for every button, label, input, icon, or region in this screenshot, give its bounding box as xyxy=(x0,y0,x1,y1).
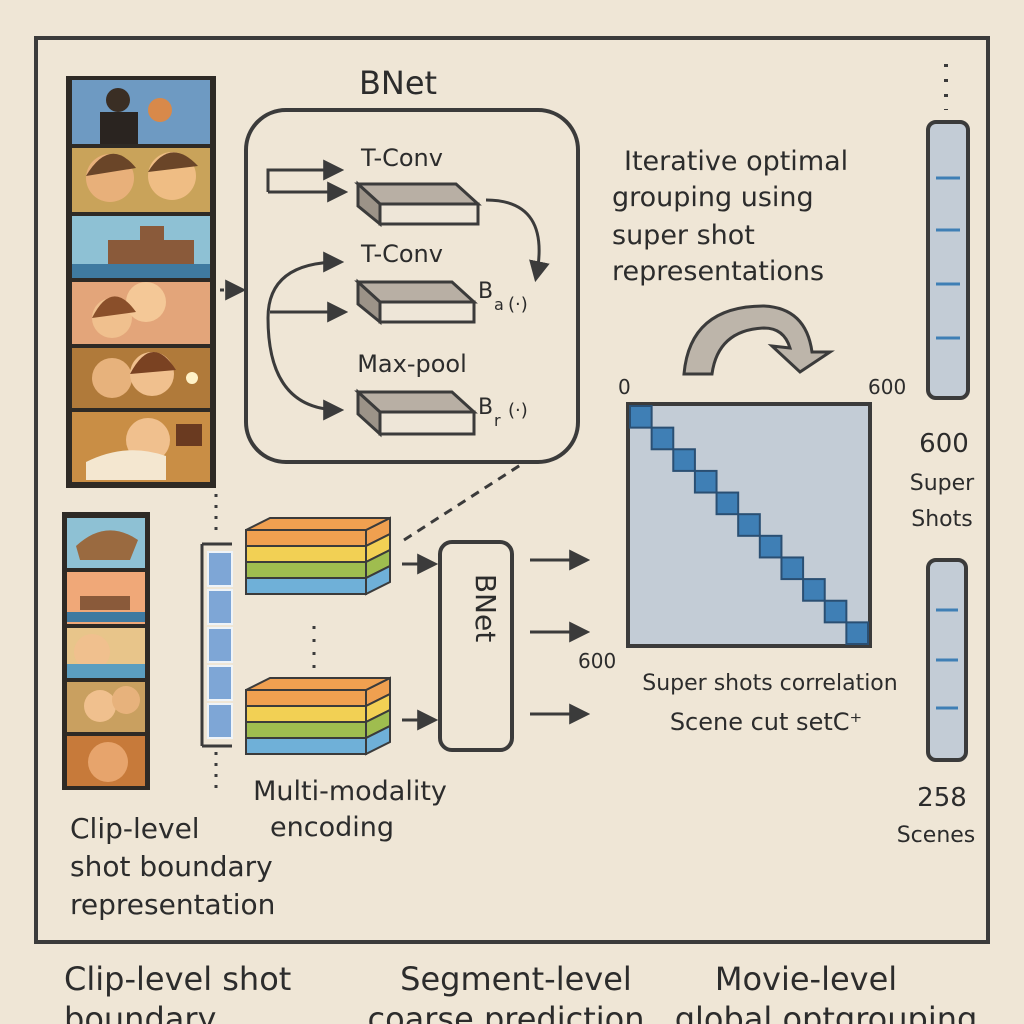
stack-layer xyxy=(245,721,367,739)
branch-3-feed-arrow xyxy=(266,317,345,421)
grouping-note-line-1: Iterative optimal xyxy=(624,146,848,177)
branch-2-label: T-Conv xyxy=(360,240,443,268)
stack-layer xyxy=(245,529,367,547)
branch-3-label: Max-pool xyxy=(357,350,467,378)
super-shots-bar xyxy=(926,120,970,400)
bnet-title: BNet xyxy=(359,64,437,102)
stack-top xyxy=(245,517,391,531)
representation-cell xyxy=(207,589,233,625)
matrix-axis-start: 0 xyxy=(618,375,631,399)
film-strip-bottom xyxy=(62,512,150,790)
grouping-note-line-4: representations xyxy=(612,256,824,287)
stack-layer-side xyxy=(365,724,391,756)
branch-1-label: T-Conv xyxy=(360,144,443,172)
diagonal-block xyxy=(780,556,805,581)
bnet-zoom-line-1 xyxy=(403,462,523,542)
stack-layer xyxy=(245,561,367,579)
diagonal-block xyxy=(845,621,870,646)
diagonal-block xyxy=(693,469,718,494)
stack-layer-side xyxy=(365,564,391,596)
diagonal-block xyxy=(758,534,783,559)
diagonal-block xyxy=(823,599,848,624)
br-arg: (·) xyxy=(508,400,528,421)
branch-1-out-arrow xyxy=(485,198,550,283)
grouping-note-line-3: super shot xyxy=(612,220,755,251)
feature-stack-1 xyxy=(245,516,391,596)
br-label: B xyxy=(478,395,493,420)
diagonal-block xyxy=(715,491,740,516)
matrix-caption-1: Super shots correlation xyxy=(642,671,897,696)
bottom-label-middle-2: coarse prediction xyxy=(367,1000,644,1024)
super-shots-label-1: Super xyxy=(910,471,975,496)
stack-layer xyxy=(245,577,367,595)
stack-layer xyxy=(245,737,367,755)
diagonal-block xyxy=(672,448,696,472)
branch-1-input-arrow xyxy=(266,159,345,192)
encoding-label-line-1: Multi-modality xyxy=(253,776,447,807)
bnet-block-label: BNet xyxy=(469,574,502,642)
bottom-label-middle-1: Segment-level xyxy=(400,960,632,998)
clip-label-line-3: representation xyxy=(70,888,275,921)
representation-cell xyxy=(207,703,233,739)
matrix-axis-end-x: 600 xyxy=(868,375,906,399)
outer-frame xyxy=(34,36,990,944)
clip-representation-bar xyxy=(200,542,233,748)
bottom-label-right-2: global optgrouping xyxy=(675,1000,978,1024)
tconv-block-1 xyxy=(354,180,482,228)
stack-layer xyxy=(245,705,367,723)
representation-cell xyxy=(207,551,233,587)
matrix-axis-end-y: 600 xyxy=(578,649,616,673)
super-shots-count: 600 xyxy=(919,429,969,459)
super-shots-label-2: Shots xyxy=(911,507,972,532)
maxpool-block xyxy=(354,388,478,438)
bottom-label-left-2: boundary xyxy=(64,1000,216,1024)
grouping-note-line-2: grouping using xyxy=(612,182,814,213)
bottom-label-right-1: Movie-level xyxy=(715,960,897,998)
feature-stack-2 xyxy=(245,676,391,756)
ba-sub: a xyxy=(494,295,504,314)
encoding-label-line-2: encoding xyxy=(270,812,394,843)
matrix-diagonal xyxy=(629,405,870,646)
clip-label-line-1: Clip-level xyxy=(70,812,200,845)
stack-layer xyxy=(245,545,367,563)
representation-cell xyxy=(207,665,233,701)
film-strip-top xyxy=(66,76,216,488)
diagonal-block xyxy=(629,405,653,429)
tconv-block-2 xyxy=(354,278,478,326)
stack-layer xyxy=(245,689,367,707)
scenes-count: 258 xyxy=(917,783,967,813)
diagonal-block xyxy=(650,426,675,451)
matrix-caption-2: Scene cut setC⁺ xyxy=(670,708,862,736)
ba-label: B xyxy=(478,279,493,304)
scenes-label: Scenes xyxy=(897,823,976,848)
bnet-block xyxy=(438,540,514,752)
clip-label-line-2: shot boundary xyxy=(70,850,273,883)
stack-top xyxy=(245,677,391,691)
br-sub: r xyxy=(494,411,501,430)
diagonal-block xyxy=(802,578,826,602)
bottom-label-left-1: Clip-level shot xyxy=(64,960,291,998)
representation-cell xyxy=(207,627,233,663)
scenes-bar xyxy=(926,558,968,762)
diagonal-block xyxy=(737,513,761,537)
grouping-curved-arrow xyxy=(682,304,835,376)
ba-arg: (·) xyxy=(508,294,528,315)
branch-2-top-arrow xyxy=(266,251,345,319)
